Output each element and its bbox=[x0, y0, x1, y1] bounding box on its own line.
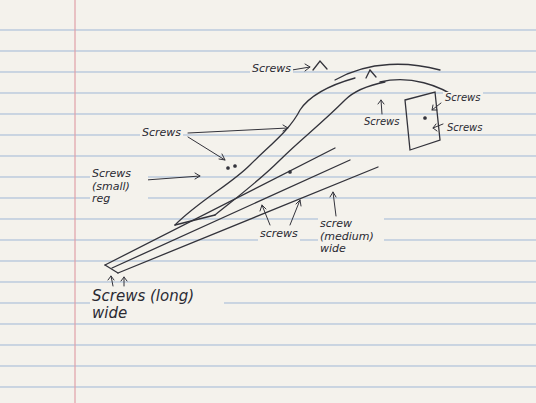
callout-label: Screws (small) reg bbox=[90, 168, 148, 206]
callout-label: Screws bbox=[362, 116, 402, 128]
callout-label: Screws bbox=[443, 92, 483, 104]
callout-label: screws bbox=[258, 228, 300, 241]
leader-lines bbox=[108, 64, 443, 286]
callout-label: Screws bbox=[250, 63, 293, 76]
margin-line bbox=[74, 0, 75, 403]
callout-label: screw (medium) wide bbox=[318, 218, 384, 256]
callout-label: Screws bbox=[140, 127, 183, 140]
ruled-lines bbox=[0, 30, 536, 387]
callout-label: Screws bbox=[445, 122, 485, 134]
callout-label: Screws (long) wide bbox=[90, 288, 224, 323]
rail-sketch bbox=[105, 61, 460, 273]
